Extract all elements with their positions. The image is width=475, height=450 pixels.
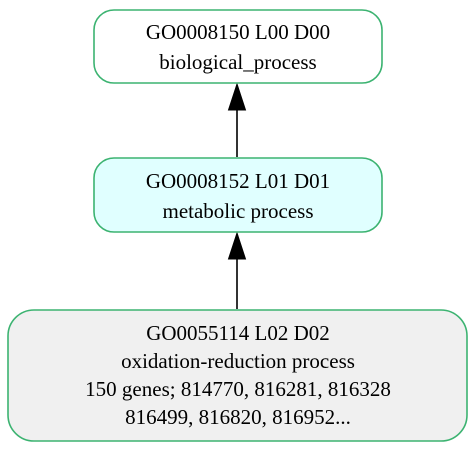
node-genes-label-continued: 816499, 816820, 816952...	[125, 405, 351, 429]
node-name-label: oxidation-reduction process	[121, 349, 355, 373]
node-oxidation-reduction-process[interactable]: GO0055114 L02 D02 oxidation-reduction pr…	[7, 309, 468, 442]
node-id-label: GO0008150 L00 D00	[146, 20, 330, 44]
node-genes-label: 150 genes; 814770, 816281, 816328	[85, 377, 391, 401]
node-box	[7, 309, 468, 442]
edge-oxidation-to-metabolic	[227, 231, 247, 309]
node-box	[93, 157, 383, 233]
node-biological-process[interactable]: GO0008150 L00 D00 biological_process	[93, 9, 383, 84]
edge-metabolic-to-biological	[227, 82, 247, 157]
arrow-head-icon	[227, 82, 247, 111]
node-id-label: GO0055114 L02 D02	[146, 321, 330, 345]
arrow-head-icon	[227, 231, 247, 260]
node-box	[93, 9, 383, 84]
node-metabolic-process[interactable]: GO0008152 L01 D01 metabolic process	[93, 157, 383, 233]
node-name-label: metabolic process	[162, 199, 313, 223]
node-name-label: biological_process	[159, 50, 316, 74]
node-id-label: GO0008152 L01 D01	[146, 169, 330, 193]
